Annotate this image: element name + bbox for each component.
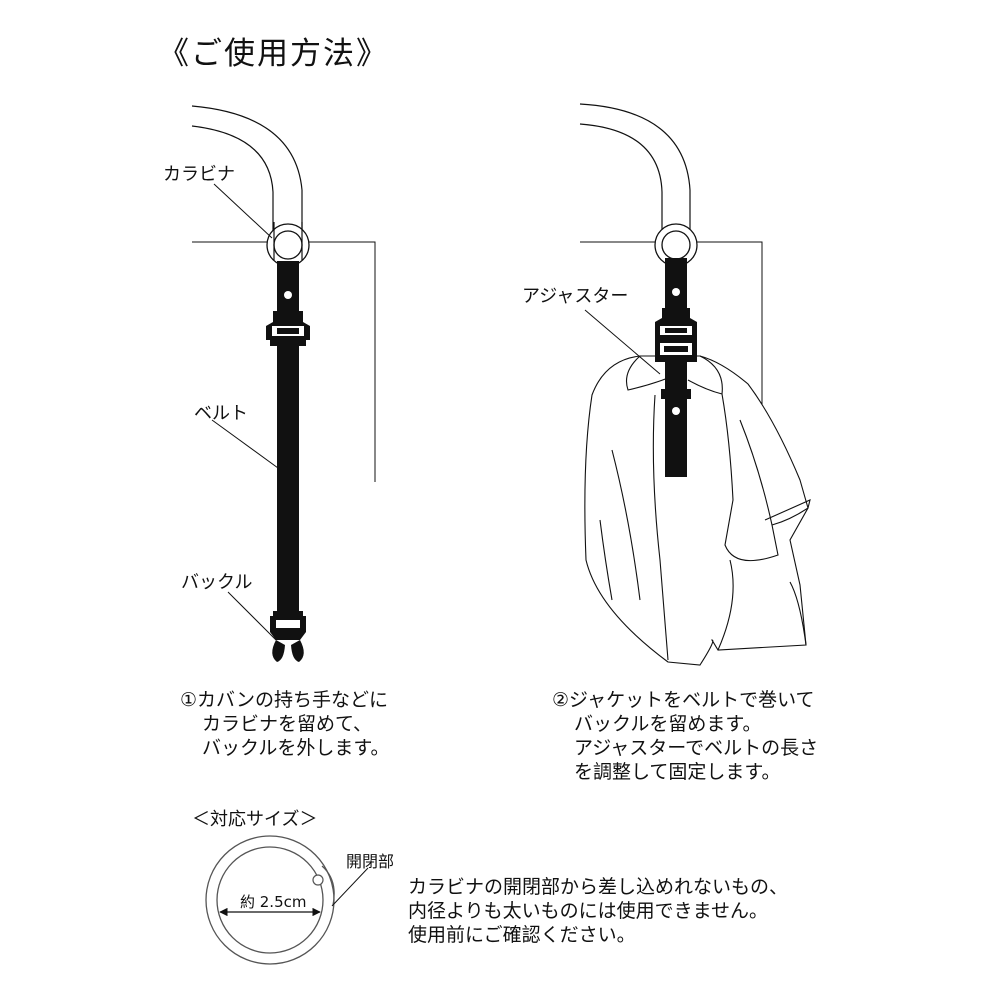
buckle-top	[266, 311, 310, 346]
step-2-line: ②ジャケットをベルトで巻いて	[552, 689, 815, 711]
buckle-closed	[655, 308, 697, 362]
note-line: カラビナの開閉部から差し込めれないもの、	[408, 876, 789, 898]
figure-1-illustration	[191, 105, 376, 662]
label-opening: 開閉部	[346, 852, 395, 871]
jacket	[584, 355, 811, 666]
step-2-line: を調整して固定します。	[574, 761, 781, 783]
leader-buckle	[227, 591, 277, 641]
leader-carabiner	[213, 183, 273, 239]
bag-outline	[192, 241, 376, 482]
leader-belt	[211, 419, 279, 469]
note-line: 使用前にご確認ください。	[408, 924, 636, 946]
bag-outline-2	[580, 241, 763, 420]
sizes-heading: ＜対応サイズ＞	[192, 809, 318, 830]
step-1-line: カラビナを留めて、	[202, 713, 373, 735]
adjuster	[661, 389, 691, 477]
note-line: 内径よりも太いものには使用できません。	[408, 900, 769, 922]
bag-handle-2	[579, 103, 691, 258]
label-buckle: バックル	[181, 572, 253, 593]
belt	[277, 346, 299, 611]
strap-top	[277, 261, 299, 311]
step-1-line: ①カバンの持ち手などに	[180, 689, 388, 711]
buckle-bottom	[270, 611, 306, 662]
step-1-line: バックルを外します。	[202, 737, 390, 759]
page-title: 《ご使用方法》	[158, 36, 389, 72]
label-belt: ベルト	[194, 403, 248, 424]
usage-note: カラビナの開閉部から差し込めれないもの、 内径よりも太いものには使用できません。…	[408, 875, 788, 947]
figure-2-illustration	[579, 103, 811, 666]
bag-handle	[191, 105, 303, 258]
label-diameter: 約 2.5cm	[240, 893, 307, 911]
label-carabiner: カラビナ	[163, 164, 235, 185]
ring-inner	[216, 846, 324, 954]
leader-adjuster	[584, 309, 661, 375]
leader-opening	[331, 867, 369, 907]
carabiner	[266, 222, 310, 267]
step-2-caption: ②ジャケットをベルトで巻いて バックルを留めます。 アジャスターでベルトの長さ …	[552, 688, 818, 784]
size-diagram	[205, 835, 369, 965]
step-2-line: バックルを留めます。	[574, 713, 762, 735]
step-2-line: アジャスターでベルトの長さ	[574, 737, 819, 759]
step-1-caption: ①カバンの持ち手などに カラビナを留めて、 バックルを外します。	[180, 688, 390, 760]
label-adjuster: アジャスター	[522, 286, 629, 307]
